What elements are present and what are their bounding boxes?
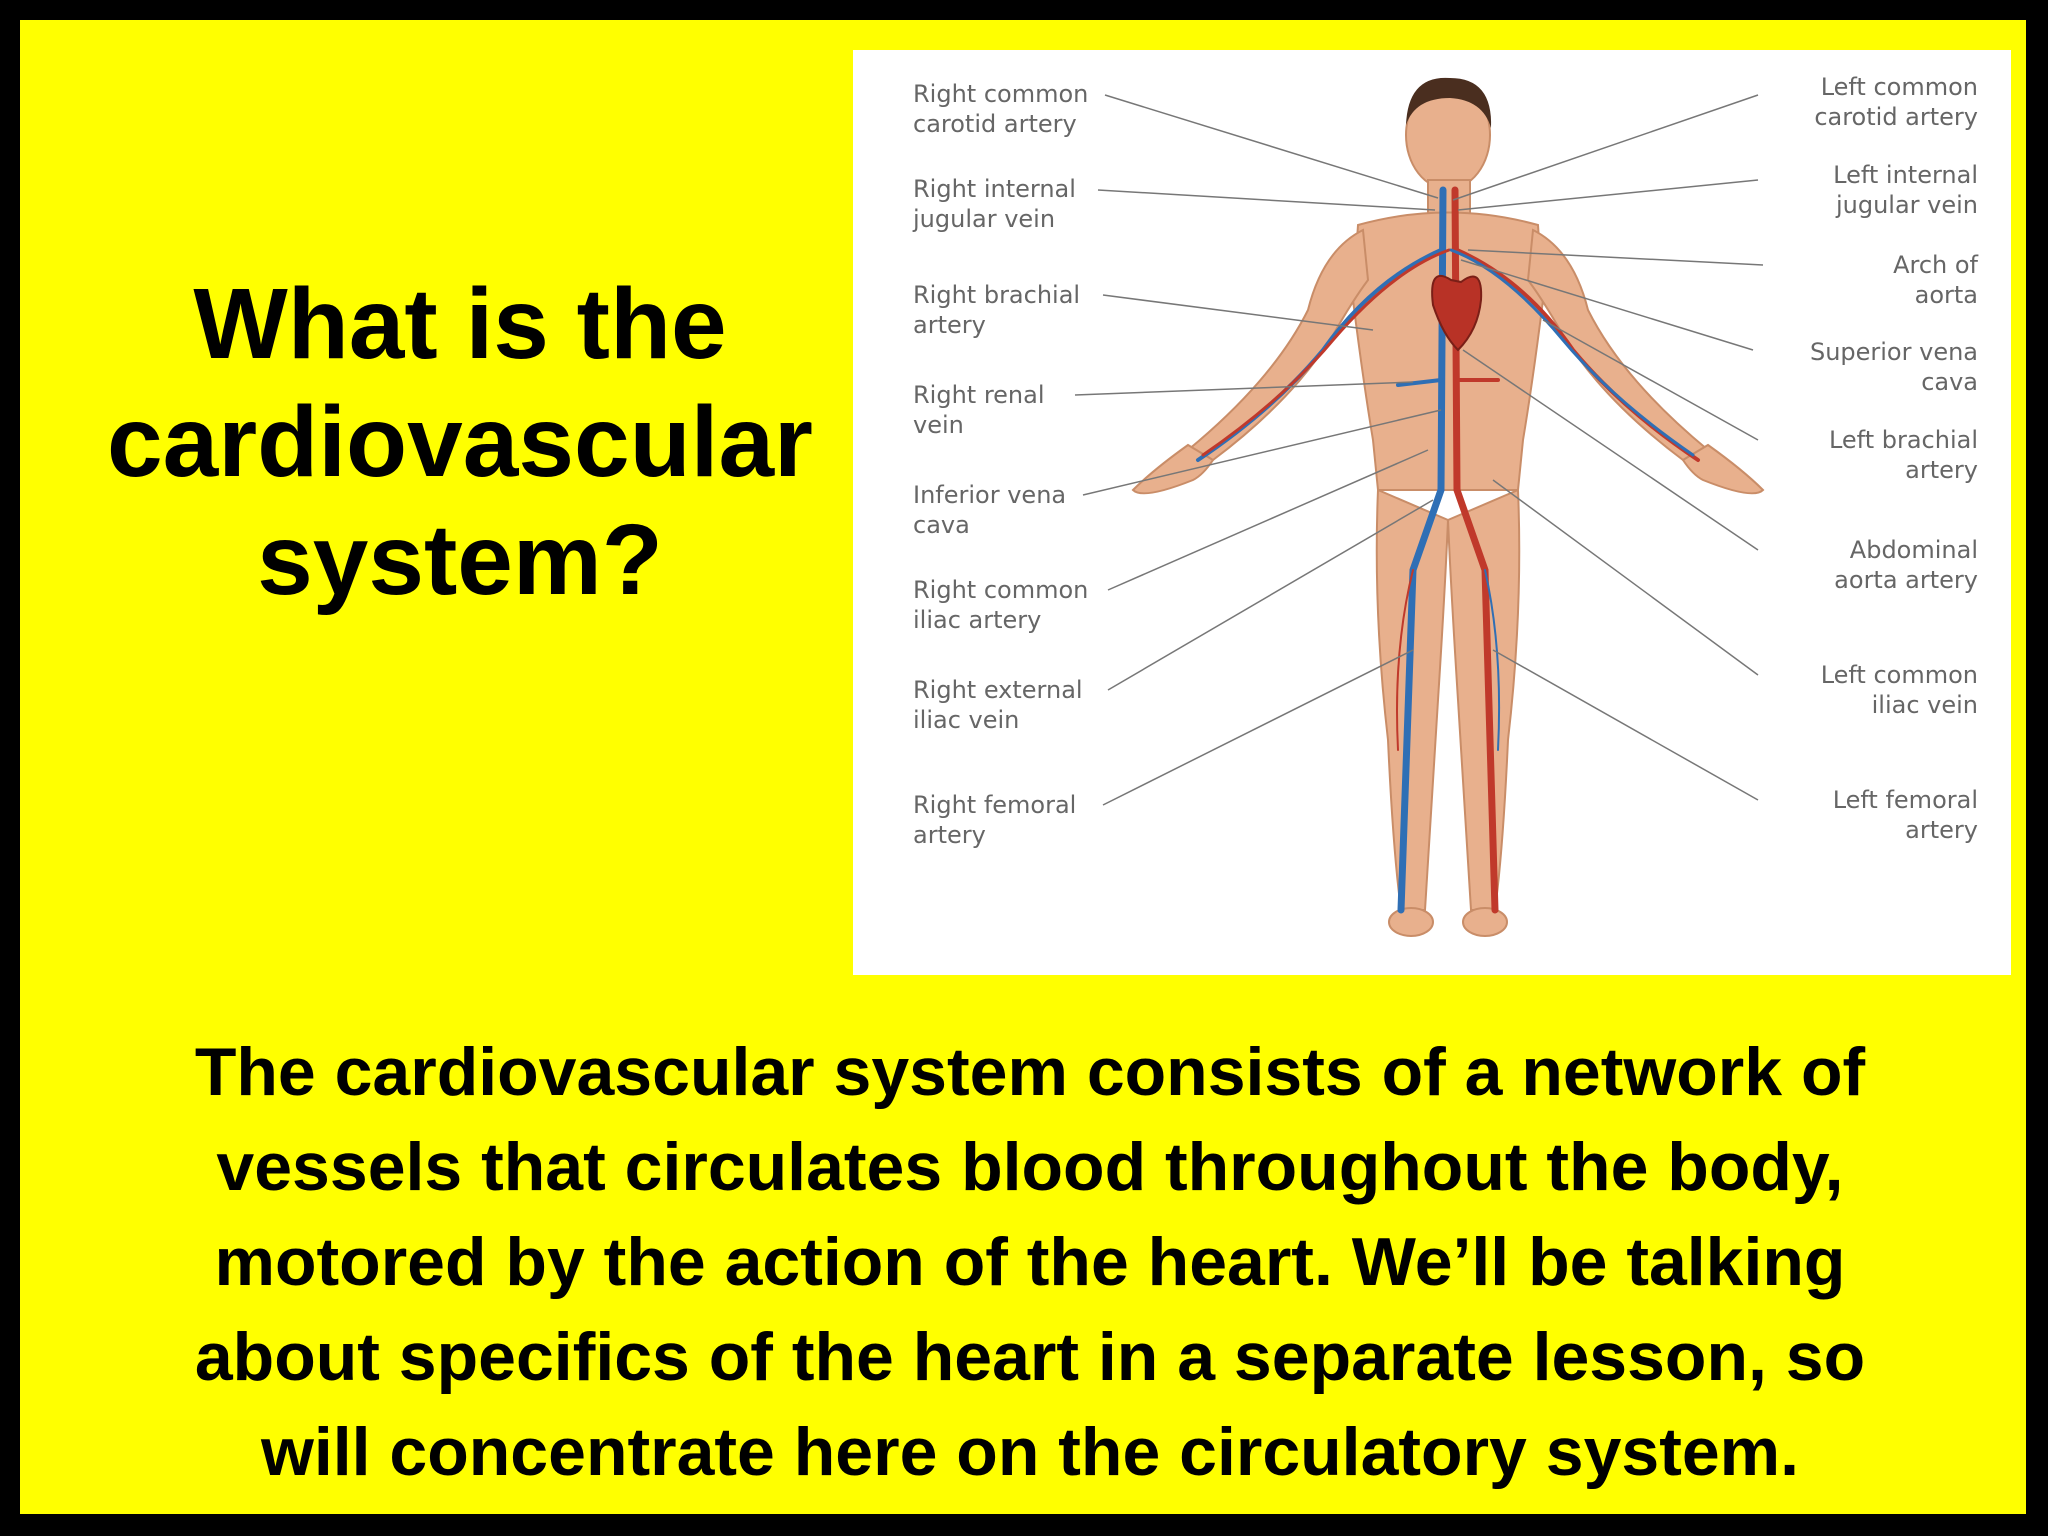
label-line: Left internal — [1833, 161, 1978, 189]
label-line: carotid artery — [1814, 103, 1978, 131]
label-line: Left brachial — [1829, 426, 1978, 454]
label-line: Abdominal — [1850, 536, 1978, 564]
label-line: Superior vena — [1810, 338, 1978, 366]
label-line: vein — [913, 411, 964, 439]
label-line: jugular vein — [912, 205, 1055, 233]
body-line: The cardiovascular system consists of a … — [194, 1034, 1866, 1110]
label-line: artery — [913, 311, 986, 339]
label-line: artery — [1905, 816, 1978, 844]
heart-icon — [1431, 274, 1483, 352]
leader-lines — [1074, 94, 1764, 806]
label-line: Arch of — [1893, 251, 1978, 279]
label-line: artery — [913, 821, 986, 849]
label-line: Right femoral — [913, 791, 1076, 819]
body-line: about specifics of the heart in a separa… — [194, 1319, 1866, 1395]
body-paragraph: The cardiovascular system consists of a … — [50, 1025, 2010, 1500]
label-line: jugular vein — [1835, 191, 1978, 219]
label-line: Inferior vena — [913, 481, 1066, 509]
label-line: iliac vein — [1872, 691, 1978, 719]
label-line: cava — [913, 511, 970, 539]
label-line: Left femoral — [1833, 786, 1978, 814]
label-line: carotid artery — [913, 110, 1077, 138]
title-line: system? — [257, 504, 663, 616]
body-line: vessels that circulates blood throughout… — [216, 1129, 1844, 1205]
label-line: Right internal — [913, 175, 1076, 203]
title-line: cardiovascular — [107, 386, 813, 498]
body-line: motored by the action of the heart. We’l… — [214, 1224, 1846, 1300]
label-line: Right brachial — [913, 281, 1080, 309]
label-line: cava — [1921, 368, 1978, 396]
label-line: aorta — [1915, 281, 1978, 309]
title-line: What is the — [193, 268, 727, 380]
label-line: Right common — [913, 576, 1088, 604]
label-line: artery — [1905, 456, 1978, 484]
slide: What is the cardiovascular system? — [20, 20, 2026, 1514]
label-line: Right renal — [913, 381, 1045, 409]
human-figure — [1131, 77, 1765, 937]
body-line: will concentrate here on the circulatory… — [260, 1414, 1800, 1490]
label-line: iliac vein — [913, 706, 1019, 734]
slide-title: What is the cardiovascular system? — [40, 265, 880, 619]
label-line: Right common — [913, 80, 1088, 108]
label-line: Left common — [1821, 661, 1978, 689]
label-line: Right external — [913, 676, 1083, 704]
label-line: aorta artery — [1834, 566, 1978, 594]
label-line: iliac artery — [913, 606, 1041, 634]
label-line: Left common — [1821, 73, 1978, 101]
